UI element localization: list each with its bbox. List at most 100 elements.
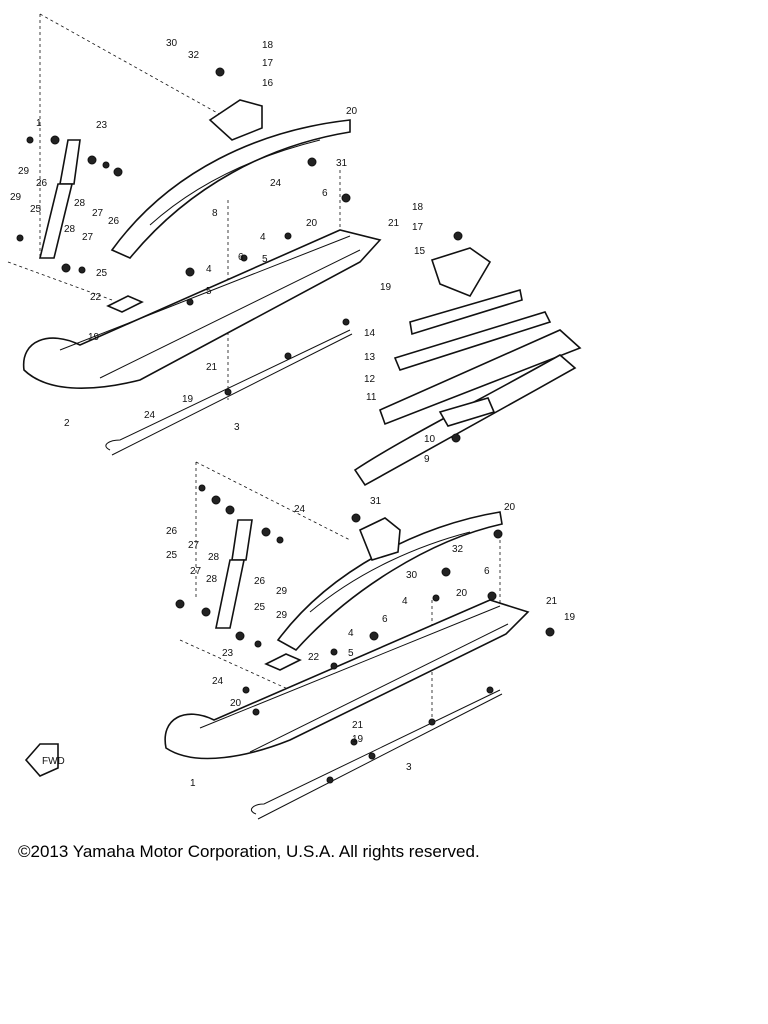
top-callout-13: 26 [108,216,120,227]
top-ski-assembly [7,13,582,487]
top-callout-25: 17 [412,222,424,233]
bottom-callout-14: 29 [276,586,288,597]
bottom-callout-17: 21 [546,596,558,607]
shock-absorber-top [38,139,81,259]
bottom-callout-1: 24 [294,504,306,515]
top-callout-31: 6 [238,252,244,263]
bottom-callout-9: 6 [484,566,490,577]
top-callout-37: 13 [364,352,376,363]
top-callout-2: 32 [188,50,200,61]
bracket-right [430,247,492,297]
top-callout-21: 25 [96,268,108,279]
bottom-callout-4: 26 [166,526,178,537]
spring-leaf-top [110,119,351,259]
bottom-callout-27: 20 [230,698,242,709]
top-callout-27: 4 [260,232,266,243]
spring-leaf-stack [353,288,582,487]
bottom-callout-21: 6 [382,614,388,625]
bottom-callout-16: 20 [456,588,468,599]
top-callout-23: 21 [388,218,400,229]
clip-22 [106,295,144,313]
bottom-callout-20: 29 [276,610,288,621]
bottom-callout-30: 3 [406,762,412,773]
top-callout-36: 14 [364,328,376,339]
top-callout-32: 4 [206,264,212,275]
bottom-callout-2: 31 [370,496,382,507]
top-callout-46: 9 [424,454,430,465]
top-callout-43: 2 [64,418,70,429]
shock-absorber-bottom [215,519,253,629]
bottom-callout-18: 19 [564,612,576,623]
fwd-arrow-icon: FWD [24,743,65,777]
clip-22-bottom [264,653,302,671]
runner-bottom [251,689,503,820]
top-callout-44: 11 [366,392,377,403]
top-callout-7: 1 [36,118,42,129]
bottom-ski-assembly [164,461,555,820]
bottom-callout-22: 4 [348,628,354,639]
top-callout-28: 5 [262,254,268,265]
top-callout-40: 19 [182,394,194,405]
top-callout-24: 18 [412,202,424,213]
bracket-bottom [358,517,401,561]
bottom-callout-12: 28 [206,574,218,585]
top-callout-22: 6 [322,188,328,199]
top-callout-11: 28 [74,198,86,209]
bottom-callout-24: 22 [308,652,320,663]
bottom-callout-3: 20 [504,502,516,513]
bracket-top [208,99,263,141]
top-callout-15: 24 [270,178,282,189]
top-callout-45: 10 [424,434,436,445]
top-callout-12: 27 [92,208,104,219]
top-callout-1: 30 [166,38,178,49]
top-callout-5: 16 [262,78,274,89]
top-callout-26: 20 [306,218,318,229]
bottom-callout-23: 5 [348,648,354,659]
bottom-callout-11: 27 [190,566,202,577]
top-callout-8: 23 [96,120,108,131]
top-callout-34: 22 [90,292,102,303]
bracket-clamp [438,397,496,427]
top-callout-35: 19 [88,332,100,343]
runner-top [105,329,353,456]
top-callout-4: 17 [262,58,274,69]
top-callout-16: 8 [212,208,218,219]
bottom-callout-29: 19 [352,734,364,745]
top-callout-17: 29 [10,192,22,203]
ski-body-top [22,229,382,389]
top-callout-29: 19 [380,282,392,293]
top-callout-19: 28 [64,224,76,235]
bottom-callout-26: 24 [212,676,224,687]
top-callout-10: 26 [36,178,48,189]
top-callout-6: 20 [346,106,358,117]
ski-body-bottom [164,599,530,760]
bottom-callout-7: 32 [452,544,464,555]
top-callout-18: 25 [30,204,42,215]
top-callout-20: 27 [82,232,94,243]
bottom-callout-25: 23 [222,648,234,659]
top-callout-30: 15 [414,246,426,257]
bottom-callout-8: 30 [406,570,418,581]
bottom-callout-15: 4 [402,596,408,607]
top-callout-9: 29 [18,166,30,177]
top-callout-14: 31 [336,158,348,169]
top-callout-38: 21 [206,362,218,373]
bottom-callout-19: 25 [254,602,266,613]
top-callout-42: 3 [234,422,240,433]
bottom-callout-10: 25 [166,550,178,561]
top-callout-33: 5 [206,286,212,297]
copyright-notice: ©2013 Yamaha Motor Corporation, U.S.A. A… [18,842,480,861]
bottom-callout-13: 26 [254,576,266,587]
bottom-callout-28: 21 [352,720,364,731]
spring-leaf-bottom [276,511,503,652]
bottom-callout-31: 1 [190,778,196,789]
fwd-label: FWD [42,756,65,767]
top-callout-41: 24 [144,410,156,421]
top-callout-39: 12 [364,374,376,385]
bottom-callout-5: 27 [188,540,200,551]
bottom-callout-6: 28 [208,552,220,563]
top-callout-3: 18 [262,40,274,51]
